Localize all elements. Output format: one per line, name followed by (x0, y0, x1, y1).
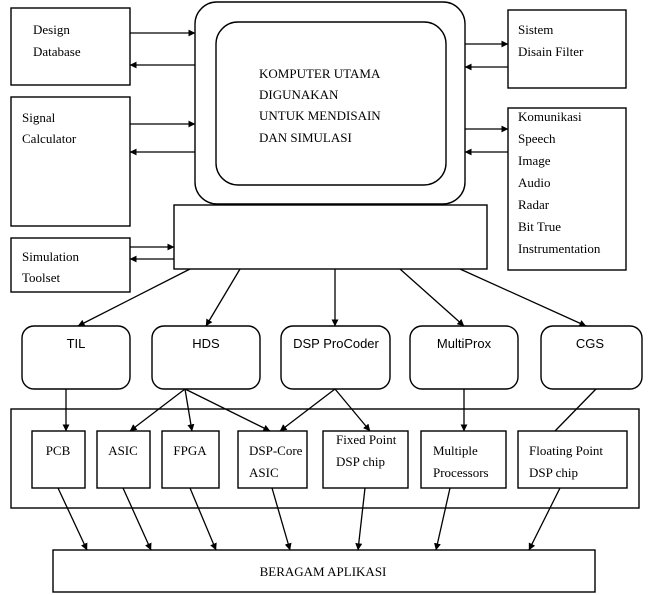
arrow-base-to-cgs (459, 268, 587, 327)
arrow-fpga-to-apps (189, 487, 217, 551)
line-cgs-to-floating-point (554, 388, 597, 432)
hds-label: HDS (192, 336, 220, 351)
arrow-dsp-core-to-apps (271, 487, 292, 551)
image-label: Image (518, 153, 551, 168)
dsp-core-asic-label-1: DSP-Core (249, 443, 303, 458)
dsp-procoder-label: DSP ProCoder (293, 336, 379, 351)
multiple-processors-label-1: Multiple (433, 443, 478, 458)
pcb-box (31, 430, 86, 489)
simulation-toolset-label-2: Toolset (22, 270, 60, 285)
main-computer-label-4: DAN SIMULASI (259, 130, 352, 145)
arrow-procoder-to-fixed-point (334, 388, 371, 432)
hds-box (151, 325, 261, 390)
sistem-disain-filter-label-2: Disain Filter (518, 44, 584, 59)
arrow-asic-to-apps (122, 487, 152, 551)
sistem-disain-filter-label-1: Sistem (518, 22, 553, 37)
asic-label: ASIC (108, 443, 138, 458)
komunikasi-label: Komunikasi (518, 109, 582, 124)
main-computer-label-1: KOMPUTER UTAMA (259, 66, 381, 81)
komunikasi-box (507, 107, 627, 271)
applications-label: BERAGAM APLIKASI (260, 564, 387, 579)
speech-label: Speech (518, 131, 556, 146)
arrow-floating-to-apps (528, 487, 561, 551)
arrow-base-to-til (77, 268, 191, 327)
fpga-box (161, 430, 220, 489)
arrow-hds-to-asic (129, 388, 186, 432)
fpga-label: FPGA (173, 443, 207, 458)
bit-true-label: Bit True (518, 219, 561, 234)
design-database-box (10, 7, 131, 86)
arrow-pcb-to-apps (57, 487, 88, 551)
floating-point-label-1: Floating Point (529, 443, 603, 458)
signal-calculator-box (10, 96, 131, 227)
signal-calculator-label-2: Calculator (22, 131, 77, 146)
arrow-fixed-point-to-apps (355, 487, 366, 551)
arrow-multiple-to-apps (434, 487, 451, 551)
design-database-label-1: Design (33, 22, 70, 37)
arrow-hds-to-fpga (184, 388, 195, 432)
radar-label: Radar (518, 197, 550, 212)
til-box (21, 325, 131, 390)
multiple-processors-label-2: Processors (433, 465, 489, 480)
design-database-label-2: Database (33, 44, 81, 59)
multiple-processors-box (420, 430, 507, 489)
floating-point-label-2: DSP chip (529, 465, 578, 480)
main-computer-screen (215, 21, 447, 186)
cgs-box (540, 325, 643, 390)
main-computer-label-3: UNTUK MENDISAIN (259, 108, 381, 123)
arrow-base-to-multiprox (399, 268, 465, 327)
pcb-label: PCB (46, 443, 71, 458)
asic-box (96, 430, 151, 489)
arrow-procoder-to-dsp-core (279, 388, 336, 432)
simulation-toolset-box (10, 237, 131, 293)
fixed-point-label-2: DSP chip (336, 454, 385, 469)
floating-point-dsp-box (517, 430, 628, 489)
applications-box (52, 549, 596, 593)
signal-calculator-label-1: Signal (22, 110, 56, 125)
cgs-label: CGS (576, 336, 605, 351)
fixed-point-label-1: Fixed Point (336, 432, 397, 447)
sistem-disain-filter-box (507, 9, 627, 89)
main-computer-base (173, 204, 488, 270)
simulation-toolset-label-1: Simulation (22, 249, 80, 264)
dsp-core-asic-label-2: ASIC (249, 465, 279, 480)
til-label: TIL (67, 336, 86, 351)
audio-label: Audio (518, 175, 551, 190)
arrow-base-to-hds (205, 268, 241, 327)
multiprox-label: MultiProx (437, 336, 492, 351)
arrow-hds-to-dsp-core (184, 388, 271, 432)
main-computer-label-2: DIGUNAKAN (259, 87, 339, 102)
instrumentation-label: Instrumentation (518, 241, 601, 256)
